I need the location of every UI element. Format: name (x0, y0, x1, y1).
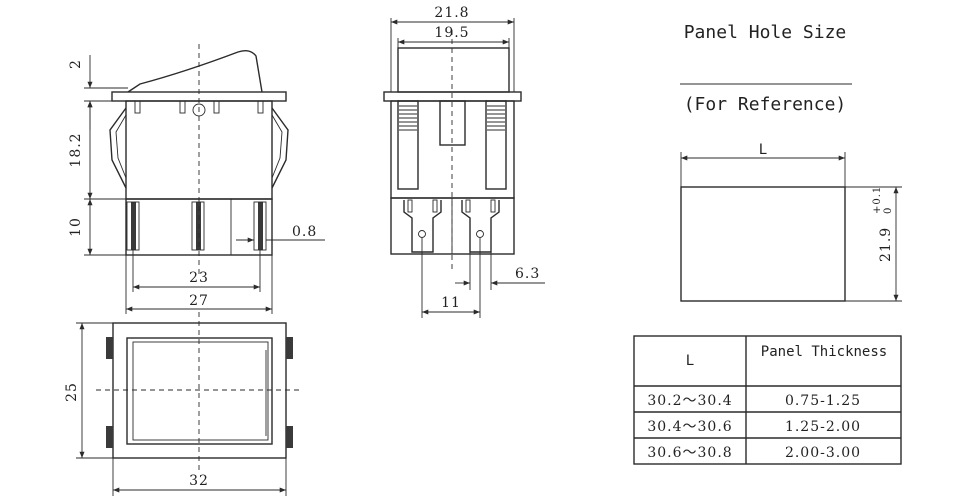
dim-pin-spacing: 11 (441, 295, 461, 311)
dim-side-body: 18.2 (68, 132, 84, 167)
panel-hole-section: Panel Hole Size (For Reference) L 21.9 +… (633, 22, 902, 465)
panel-hole-subtitle: (For Reference) (684, 94, 847, 115)
table-cell-thickness: 1.25-2.00 (785, 419, 861, 435)
dim-top-height: 25 (64, 382, 80, 402)
dim-front-outer: 21.8 (434, 5, 469, 21)
slot-ribs-right (487, 105, 505, 131)
hole-height-tol-lower: 0 (883, 207, 894, 214)
dim-pin-thickness: 0.8 (292, 224, 317, 240)
hole-height-tol-upper: +0.1 (872, 186, 883, 214)
front-view: 21.8 19.5 6.3 11 (383, 5, 545, 318)
panel-thickness-table: L Panel Thickness 30.2～30.4 0.75-1.25 30… (633, 335, 902, 465)
side-view: 2 18.2 10 0.8 23 27 (68, 44, 325, 314)
dim-body-width: 27 (189, 293, 209, 309)
table-cell-thickness: 2.00-3.00 (785, 445, 861, 461)
dim-pin-span: 23 (189, 270, 209, 286)
table-cell-thickness: 0.75-1.25 (785, 393, 861, 409)
table-header-thickness: Panel Thickness (761, 344, 887, 360)
table-header-l: L (686, 353, 694, 369)
table-cell-l: 30.4～30.6 (647, 419, 732, 435)
panel-hole-rect (680, 186, 846, 302)
slot-ribs-left (399, 105, 417, 131)
dim-top-width: 32 (189, 473, 209, 489)
top-view: 25 32 (64, 312, 302, 496)
dim-side-pins: 10 (68, 217, 84, 237)
dim-tab-width: 6.3 (515, 266, 540, 282)
table-cell-l: 30.6～30.8 (647, 445, 732, 461)
dim-front-inner: 19.5 (434, 25, 469, 41)
panel-hole-title: Panel Hole Size (684, 22, 847, 43)
hole-height-label: 21.9 (878, 227, 894, 262)
hole-width-label: L (759, 142, 767, 158)
dim-side-top: 2 (68, 59, 84, 69)
table-cell-l: 30.2～30.4 (647, 393, 732, 409)
